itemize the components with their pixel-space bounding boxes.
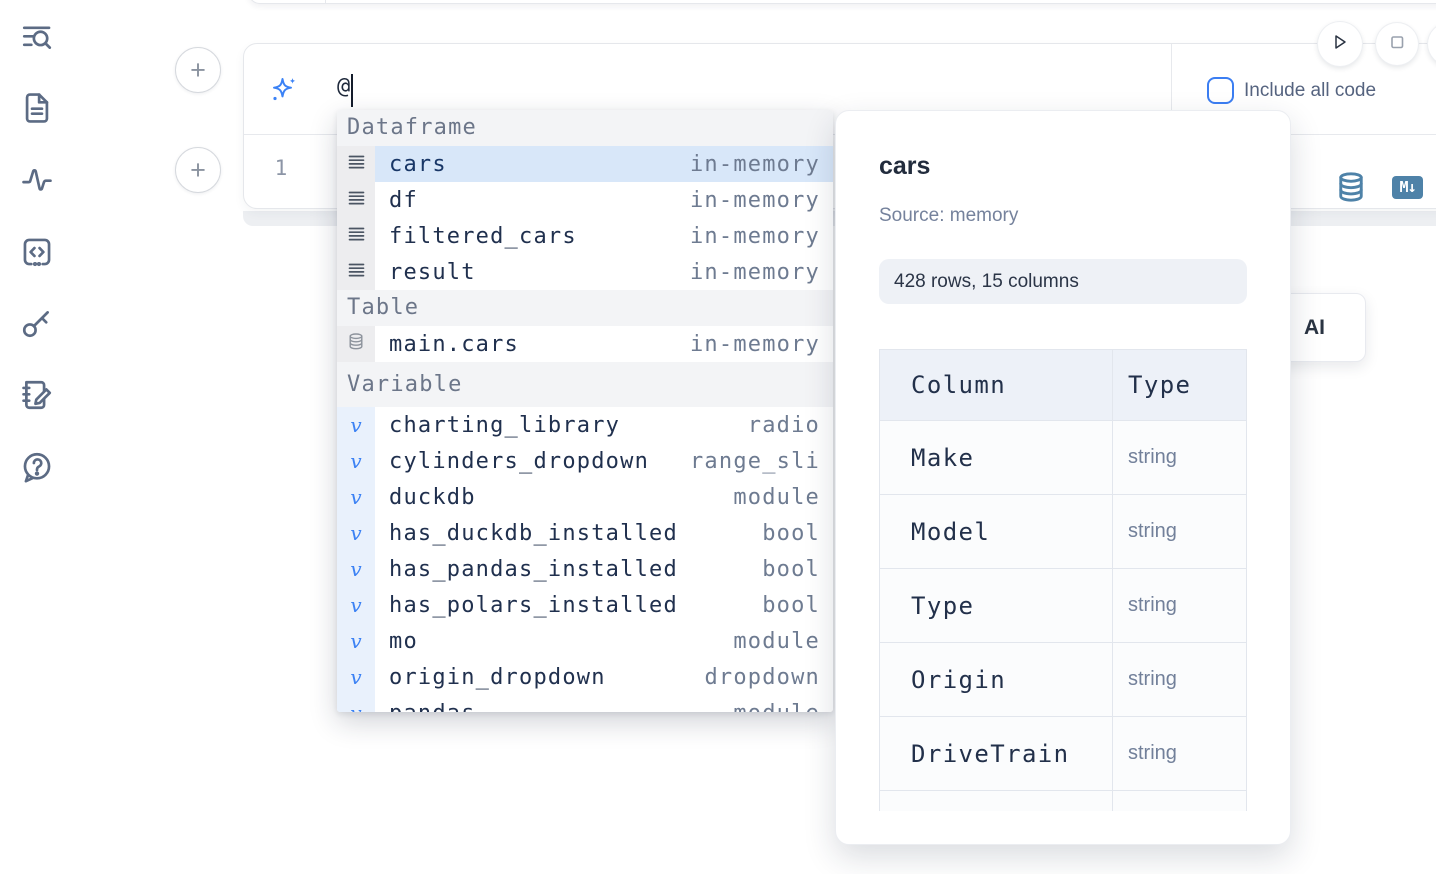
table-row: Type string <box>880 569 1246 643</box>
include-all-code-label: Include all code <box>1244 80 1377 101</box>
list-search-icon <box>20 20 54 59</box>
notebook-edit-icon <box>20 378 54 417</box>
plus-icon: + <box>190 54 206 85</box>
column-header: Column <box>911 371 1007 399</box>
table-row: Make string <box>880 421 1246 495</box>
table-row: Model string <box>880 495 1246 569</box>
variable-icon: v <box>337 551 375 587</box>
ai-button-label: AI <box>1304 315 1325 339</box>
autocomplete-section-header: Table <box>337 290 833 326</box>
run-cell-button[interactable] <box>1318 22 1362 66</box>
preview-shape-badge: 428 rows, 15 columns <box>879 259 1247 304</box>
dataframe-rows-icon <box>337 254 375 290</box>
sidebar-item-snippets[interactable] <box>19 236 55 272</box>
variable-icon: v <box>337 443 375 479</box>
autocomplete-item-result[interactable]: result in-memory <box>337 254 833 290</box>
add-cell-below-button[interactable]: + <box>175 147 221 193</box>
dataframe-rows-icon <box>337 218 375 254</box>
autocomplete-section-header: Variable <box>337 362 833 407</box>
code-square-icon <box>20 235 54 274</box>
preview-source: Source: memory <box>879 205 1019 226</box>
line-number: 1 <box>274 156 288 180</box>
autocomplete-item-has-polars-installed[interactable]: v has_polars_installed bool <box>337 587 833 623</box>
variable-icon: v <box>337 407 375 443</box>
preview-title: cars <box>879 152 931 180</box>
autocomplete-section-header: Dataframe <box>337 110 833 146</box>
help-chat-icon <box>20 450 54 489</box>
sidebar <box>0 0 72 874</box>
autocomplete-item-mo[interactable]: v mo module <box>337 623 833 659</box>
plus-icon: + <box>190 154 206 185</box>
dataframe-rows-icon <box>337 146 375 182</box>
include-all-code-checkbox[interactable] <box>1207 77 1234 104</box>
autocomplete-item-pandas[interactable]: v pandas module <box>337 695 833 712</box>
text-cursor <box>351 74 353 107</box>
autocomplete-item-main-cars[interactable]: main.cars in-memory <box>337 326 833 362</box>
autocomplete-item-has-pandas-installed[interactable]: v has_pandas_installed bool <box>337 551 833 587</box>
play-icon <box>1329 31 1351 58</box>
document-icon <box>20 91 54 130</box>
dataframe-preview-card: cars Source: memory 428 rows, 15 columns… <box>835 110 1291 845</box>
variable-icon: v <box>337 587 375 623</box>
cell-right-divider <box>1171 44 1172 134</box>
sidebar-item-activity[interactable] <box>19 164 55 200</box>
autocomplete-item-cylinders-dropdown[interactable]: v cylinders_dropdown range_sli <box>337 443 833 479</box>
extra-cell-action-button[interactable] <box>1428 23 1436 65</box>
preview-schema-table: Column Type Make string Model string Typ… <box>879 349 1247 811</box>
autocomplete-item-charting-library[interactable]: v charting_library radio <box>337 407 833 443</box>
table-row-clipped <box>880 791 1246 811</box>
table-row: Origin string <box>880 643 1246 717</box>
sidebar-item-document[interactable] <box>19 92 55 128</box>
autocomplete-item-filtered-cars[interactable]: filtered_cars in-memory <box>337 218 833 254</box>
sidebar-item-scratchpad[interactable] <box>19 379 55 415</box>
sidebar-item-help[interactable] <box>19 451 55 487</box>
ai-sparkle-icon <box>269 75 299 105</box>
sidebar-item-toc-search[interactable] <box>19 21 55 57</box>
stop-cell-button[interactable] <box>1376 23 1418 65</box>
variable-icon: v <box>337 659 375 695</box>
autocomplete-dropdown: Dataframe cars in-memory df in-memory <box>337 110 833 712</box>
add-sql-cell-button[interactable] <box>1336 171 1366 204</box>
previous-cell-edge <box>248 0 1436 4</box>
previous-cell-gutter-divider <box>325 0 326 4</box>
database-icon <box>337 326 375 362</box>
variable-icon: v <box>337 695 375 712</box>
autocomplete-item-duckdb[interactable]: v duckdb module <box>337 479 833 515</box>
autocomplete-item-df[interactable]: df in-memory <box>337 182 833 218</box>
activity-icon <box>20 163 54 202</box>
variable-icon: v <box>337 623 375 659</box>
autocomplete-item-has-duckdb-installed[interactable]: v has_duckdb_installed bool <box>337 515 833 551</box>
markdown-icon[interactable]: M↓ <box>1392 176 1423 199</box>
autocomplete-item-origin-dropdown[interactable]: v origin_dropdown dropdown <box>337 659 833 695</box>
dataframe-rows-icon <box>337 182 375 218</box>
key-icon <box>20 306 54 345</box>
sidebar-item-secrets[interactable] <box>19 307 55 343</box>
type-header: Type <box>1128 371 1192 399</box>
stop-icon <box>1386 31 1408 58</box>
table-row: DriveTrain string <box>880 717 1246 791</box>
variable-icon: v <box>337 479 375 515</box>
ai-prompt-input[interactable]: @ <box>337 74 352 99</box>
table-header-row: Column Type <box>880 350 1246 421</box>
add-cell-above-button[interactable]: + <box>175 47 221 93</box>
variable-icon: v <box>337 515 375 551</box>
autocomplete-item-cars[interactable]: cars in-memory <box>337 146 833 182</box>
